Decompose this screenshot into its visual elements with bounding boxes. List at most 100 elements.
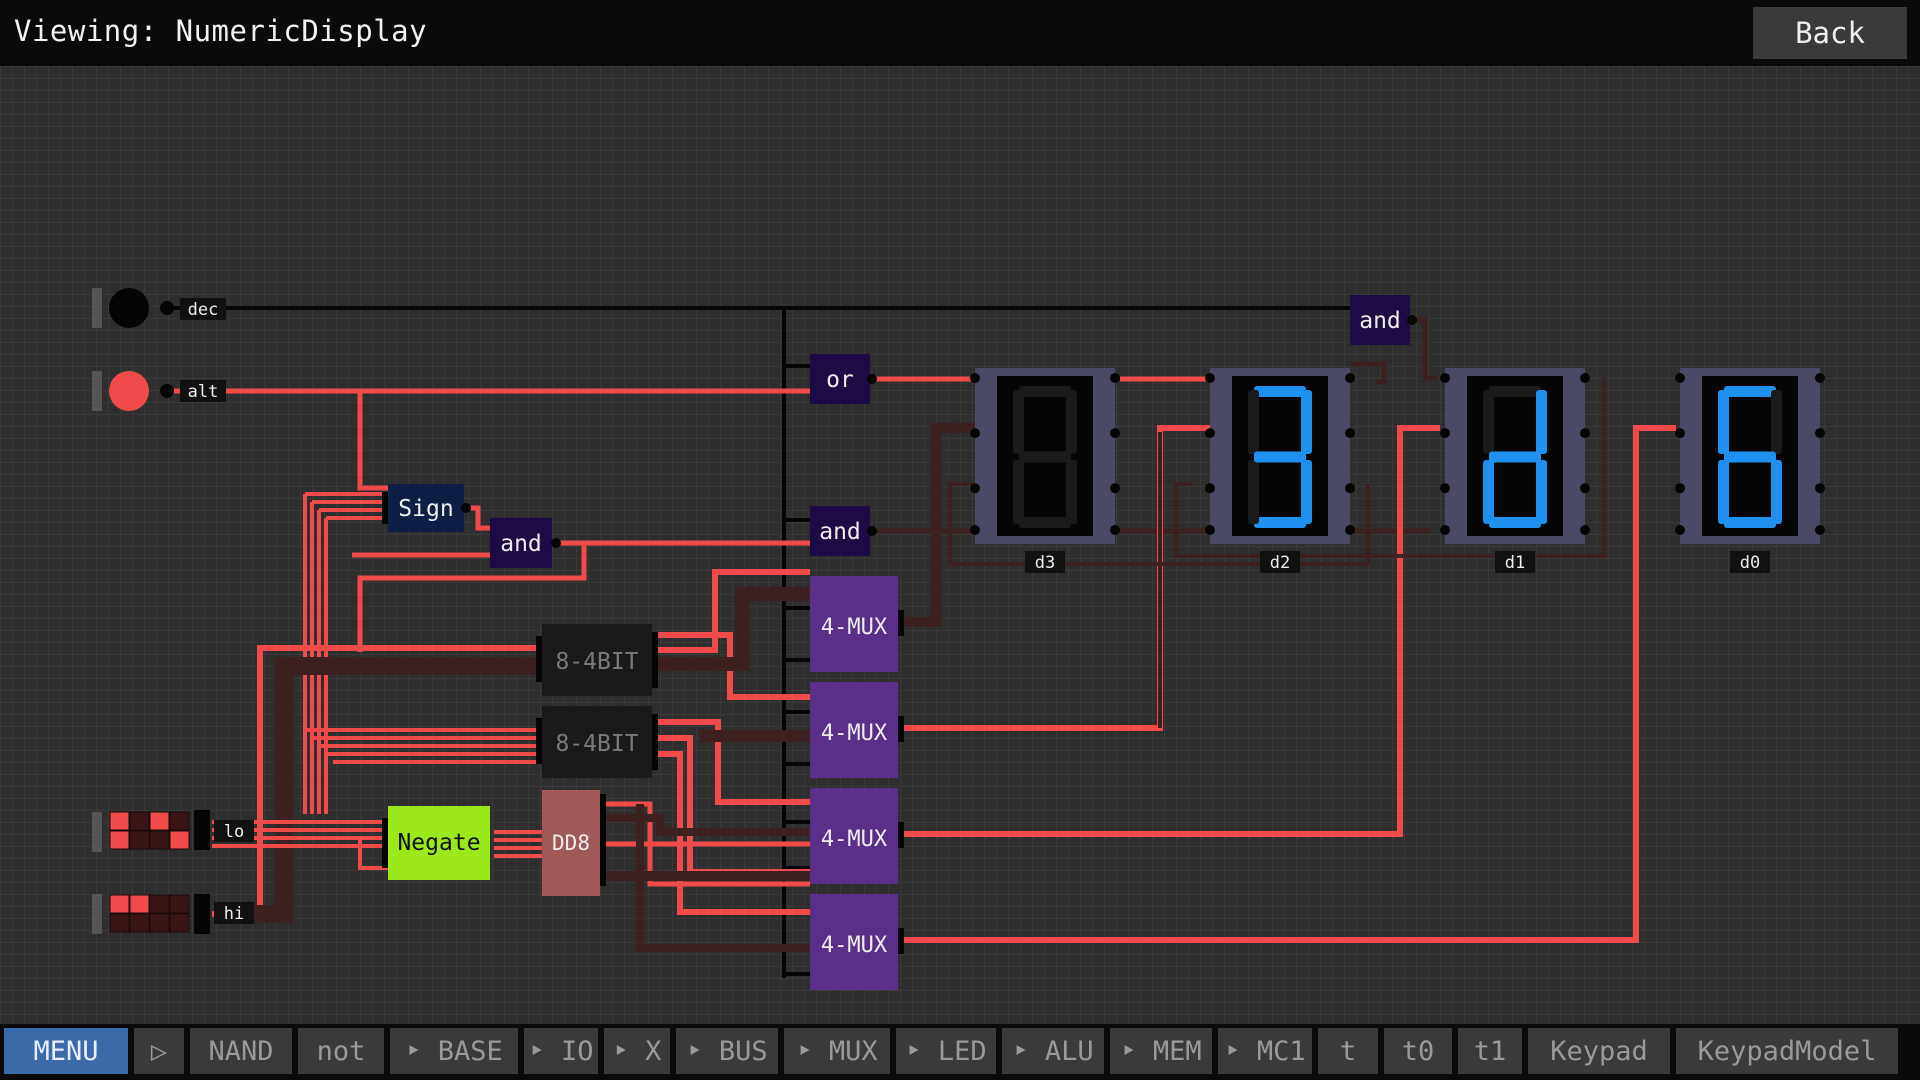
bit-cell[interactable] — [169, 913, 190, 933]
sign-gate[interactable]: Sign — [382, 484, 471, 532]
toolbar-mem-button[interactable]: ‣ MEM — [1110, 1028, 1212, 1074]
splitter-b-label: 8-4BIT — [555, 731, 638, 757]
bit-cell[interactable] — [169, 894, 190, 914]
splitter-b[interactable]: 8-4BIT — [536, 706, 658, 778]
splitter-a-label: 8-4BIT — [555, 649, 638, 675]
toolbar-nand-button[interactable]: NAND — [190, 1028, 292, 1074]
mux-3[interactable]: 4-MUX — [810, 894, 904, 990]
segment-a — [1489, 386, 1541, 397]
dd8-gate[interactable]: DD8 — [542, 790, 606, 896]
bit-cell[interactable] — [149, 811, 170, 831]
page-title: Viewing: NumericDisplay — [14, 14, 428, 48]
toolbar--button[interactable]: ▷ — [134, 1028, 184, 1074]
toolbar-led-button[interactable]: ‣ LED — [896, 1028, 996, 1074]
toolbar-base-button[interactable]: ‣ BASE — [390, 1028, 518, 1074]
negate-gate[interactable]: Negate — [382, 806, 490, 880]
and-gate-mid-label: and — [819, 519, 861, 545]
bit-cell[interactable] — [129, 913, 150, 933]
bit-cell[interactable] — [169, 830, 190, 850]
bit-cell[interactable] — [169, 811, 190, 831]
toolbar-x-button[interactable]: ‣ X — [604, 1028, 670, 1074]
input-lo[interactable]: lo — [92, 810, 254, 852]
segment-d — [1019, 517, 1071, 528]
circuit-canvas[interactable]: dec alt lo hi Sign and or — [0, 66, 1920, 1026]
negate-gate-label: Negate — [397, 830, 480, 856]
bit-cell[interactable] — [109, 894, 130, 914]
toolbar-mux-button[interactable]: ‣ MUX — [784, 1028, 890, 1074]
mux-1-label: 4-MUX — [821, 721, 888, 746]
mux-3-label: 4-MUX — [821, 933, 888, 958]
dd8-gate-label: DD8 — [552, 831, 590, 855]
bit-cell[interactable] — [109, 830, 130, 850]
bit-cell[interactable] — [129, 830, 150, 850]
segment-f — [1718, 390, 1729, 454]
segment-d — [1489, 517, 1541, 528]
or-gate[interactable]: or — [810, 354, 877, 404]
back-button[interactable]: Back — [1753, 7, 1907, 59]
segment-d — [1724, 517, 1776, 528]
bit-cell[interactable] — [149, 894, 170, 914]
segment-e — [1718, 460, 1729, 524]
toolbar-mc1-button[interactable]: ‣ MC1 — [1218, 1028, 1312, 1074]
segment-b — [1536, 390, 1547, 454]
display-label: d1 — [1505, 553, 1525, 573]
mux-0-label: 4-MUX — [821, 615, 888, 640]
and-gate-sign-label: and — [500, 531, 542, 557]
and-gate-right-label: and — [1359, 308, 1401, 334]
segment-c — [1771, 460, 1782, 524]
segment-c — [1536, 460, 1547, 524]
toolbar-t1-button[interactable]: t1 — [1458, 1028, 1522, 1074]
segment-f — [1248, 390, 1259, 454]
toolbar-io-button[interactable]: ‣ IO — [524, 1028, 598, 1074]
splitter-a[interactable]: 8-4BIT — [536, 624, 658, 696]
mux-1[interactable]: 4-MUX — [810, 682, 904, 778]
toolbar-keypadmodel-button[interactable]: KeypadModel — [1676, 1028, 1898, 1074]
toolbar-not-button[interactable]: not — [298, 1028, 384, 1074]
lo-bit-grid[interactable] — [109, 811, 190, 850]
segment-g — [1254, 451, 1306, 463]
segment-f — [1013, 390, 1024, 454]
toolbar-menu-button[interactable]: MENU — [4, 1028, 128, 1074]
input-alt[interactable]: alt — [92, 371, 226, 411]
display-d3: d3 — [970, 368, 1120, 573]
bit-cell[interactable] — [149, 830, 170, 850]
segment-a — [1019, 386, 1071, 397]
segment-g — [1489, 451, 1541, 463]
toolbar-t0-button[interactable]: t0 — [1384, 1028, 1452, 1074]
input-alt-label: alt — [188, 382, 219, 402]
segment-a — [1724, 386, 1776, 397]
toolbar-alu-button[interactable]: ‣ ALU — [1002, 1028, 1104, 1074]
bit-cell[interactable] — [129, 894, 150, 914]
hi-bit-grid[interactable] — [109, 894, 190, 933]
segment-a — [1254, 386, 1306, 397]
sign-gate-label: Sign — [398, 496, 453, 522]
segment-e — [1013, 460, 1024, 524]
toolbar-t-button[interactable]: t — [1318, 1028, 1378, 1074]
input-dec[interactable]: dec — [92, 288, 226, 328]
bit-cell[interactable] — [109, 913, 130, 933]
input-hi[interactable]: hi — [92, 894, 254, 934]
display-d2: d2 — [1205, 368, 1355, 573]
mux-2-label: 4-MUX — [821, 827, 888, 852]
display-label: d0 — [1740, 553, 1760, 573]
toolbar-keypad-button[interactable]: Keypad — [1528, 1028, 1670, 1074]
input-lo-label: lo — [224, 822, 244, 842]
segment-e — [1248, 460, 1259, 524]
segment-d — [1254, 517, 1306, 528]
segment-c — [1301, 460, 1312, 524]
input-hi-label: hi — [224, 904, 244, 924]
mux-0[interactable]: 4-MUX — [810, 576, 904, 672]
and-gate-right[interactable]: and — [1350, 295, 1417, 345]
bit-cell[interactable] — [149, 913, 170, 933]
segment-g — [1724, 451, 1776, 463]
and-gate-sign[interactable]: and — [490, 518, 561, 568]
display-d0: d0 — [1675, 368, 1825, 573]
toolbar-bus-button[interactable]: ‣ BUS — [676, 1028, 778, 1074]
mux-2[interactable]: 4-MUX — [810, 788, 904, 884]
segment-b — [1301, 390, 1312, 454]
bit-cell[interactable] — [109, 811, 130, 831]
segment-c — [1066, 460, 1077, 524]
and-gate-mid[interactable]: and — [810, 506, 877, 556]
bit-cell[interactable] — [129, 811, 150, 831]
